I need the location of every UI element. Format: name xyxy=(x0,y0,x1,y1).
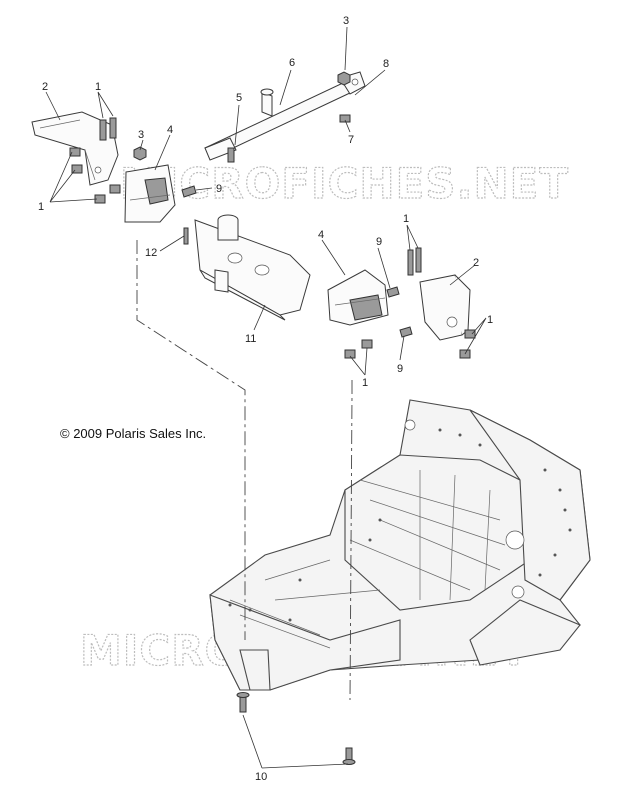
alignment-line-left xyxy=(136,240,246,640)
callout-10-bolts-frame: 10 xyxy=(255,771,267,783)
chassis-frame xyxy=(209,399,591,691)
callout-6-steering-tube: 6 xyxy=(289,57,295,69)
part-bracket-right xyxy=(419,274,471,341)
callout-4-mount-right: 4 xyxy=(318,229,324,241)
fasteners xyxy=(69,71,476,765)
part-center-housing xyxy=(194,214,311,321)
callout-8-washer: 8 xyxy=(383,58,389,70)
callout-1-bolts-left: 1 xyxy=(38,201,44,213)
callout-7-bolt: 7 xyxy=(348,134,354,146)
callout-1-bolts-right: 1 xyxy=(487,314,493,326)
callout-9-bolt-left: 9 xyxy=(216,183,222,195)
callout-9-bolt-right-top: 9 xyxy=(376,236,382,248)
part-mount-right xyxy=(327,269,389,326)
callout-4-mount-left: 4 xyxy=(167,124,173,136)
callout-9-bolt-right-bottom: 9 xyxy=(397,363,403,375)
watermark-top: MICROFICHES.NET xyxy=(120,159,569,208)
callout-5-post: 5 xyxy=(236,92,242,104)
callout-numbers: 3 6 8 7 5 3 4 2 1 1 9 12 11 4 9 1 2 1 1 … xyxy=(38,15,493,783)
callout-11-housing: 11 xyxy=(245,333,256,345)
part-steering-tube xyxy=(204,71,366,161)
copyright-notice: © 2009 Polaris Sales Inc. xyxy=(60,426,206,441)
callout-1-bolts-bottom: 1 xyxy=(362,377,368,389)
alignment-line-right xyxy=(349,380,353,701)
leader-lines xyxy=(45,26,487,769)
callout-12-screw: 12 xyxy=(145,247,157,259)
part-bracket-left xyxy=(31,111,119,186)
callout-2-bracket-left: 2 xyxy=(42,81,48,93)
part-mount-left xyxy=(124,164,176,223)
callout-2-bracket-right: 2 xyxy=(473,257,479,269)
callout-3-nut-left: 3 xyxy=(138,129,144,141)
callout-1-bolts-top-left: 1 xyxy=(95,81,101,93)
callout-1-bolts-top-right: 1 xyxy=(403,213,409,225)
callout-3-nut: 3 xyxy=(343,15,349,27)
